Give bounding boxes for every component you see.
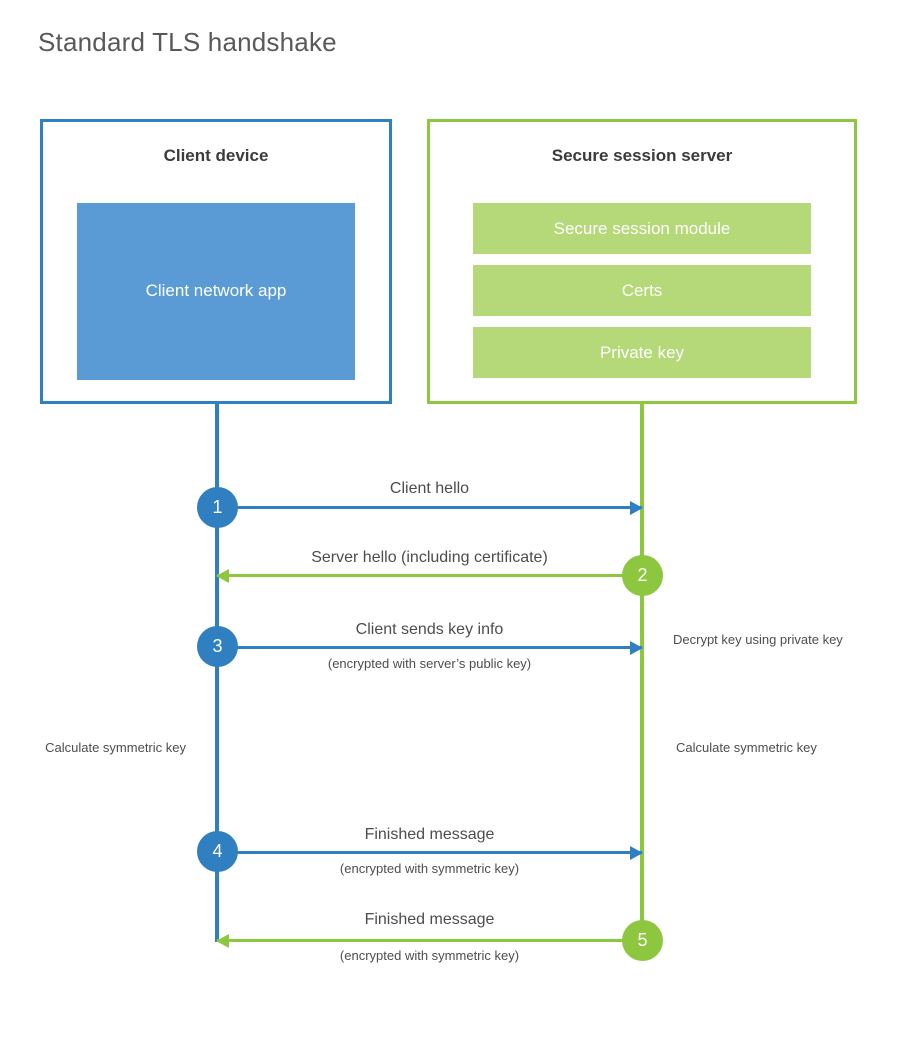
step-4-arrow-head xyxy=(630,845,643,860)
client-lifeline xyxy=(215,404,219,942)
step-4-label: Finished message xyxy=(364,826,495,843)
step-5-sublabel: (encrypted with symmetric key) xyxy=(339,948,520,963)
page-title: Standard TLS handshake xyxy=(38,27,337,57)
step-3-circle[interactable]: 3 xyxy=(197,626,238,667)
step-2-arrow-head xyxy=(216,568,229,583)
step-1-circle[interactable]: 1 xyxy=(197,487,238,528)
server-component-private-key: Private key xyxy=(473,327,811,378)
client-device-title: Client device xyxy=(163,146,269,165)
step-5-arrow-head xyxy=(216,933,229,948)
step-5-arrow-shaft xyxy=(217,939,642,942)
server-components-list: Secure session module Certs Private key xyxy=(473,203,811,378)
step-4-arrow xyxy=(219,845,643,860)
client-calculate-note: Calculate symmetric key xyxy=(45,740,186,755)
server-component-secure-session-module: Secure session module xyxy=(473,203,811,254)
step-4-circle[interactable]: 4 xyxy=(197,831,238,872)
step-2-circle[interactable]: 2 xyxy=(622,555,663,596)
step-2-arrow-shaft xyxy=(217,574,642,577)
server-calculate-note: Calculate symmetric key xyxy=(676,740,817,755)
step-1-arrow-head xyxy=(630,500,643,515)
step-1-arrow-shaft xyxy=(219,506,642,509)
client-network-app-block: Client network app xyxy=(77,203,355,380)
server-component-certs: Certs xyxy=(473,265,811,316)
step-3-arrow-head xyxy=(630,640,643,655)
step-4-sublabel: (encrypted with symmetric key) xyxy=(339,861,520,876)
step-5-label: Finished message xyxy=(364,911,495,928)
server-decrypt-note: Decrypt key using private key xyxy=(673,632,843,647)
client-device-box: Client device Client network app xyxy=(40,119,392,404)
server-lifeline xyxy=(640,404,644,942)
step-4-arrow-shaft xyxy=(219,851,642,854)
step-3-label: Client sends key info xyxy=(355,621,504,638)
step-3-arrow-shaft xyxy=(219,646,642,649)
step-2-arrow xyxy=(216,568,642,583)
step-5-circle[interactable]: 5 xyxy=(622,920,663,961)
secure-session-server-title: Secure session server xyxy=(551,146,733,165)
step-3-arrow xyxy=(219,640,643,655)
step-1-label: Client hello xyxy=(389,480,470,497)
step-1-arrow xyxy=(219,500,643,515)
step-5-arrow xyxy=(216,933,642,948)
step-3-sublabel: (encrypted with server’s public key) xyxy=(327,656,532,671)
secure-session-server-box: Secure session server Secure session mod… xyxy=(427,119,857,404)
step-2-label: Server hello (including certificate) xyxy=(311,549,548,566)
